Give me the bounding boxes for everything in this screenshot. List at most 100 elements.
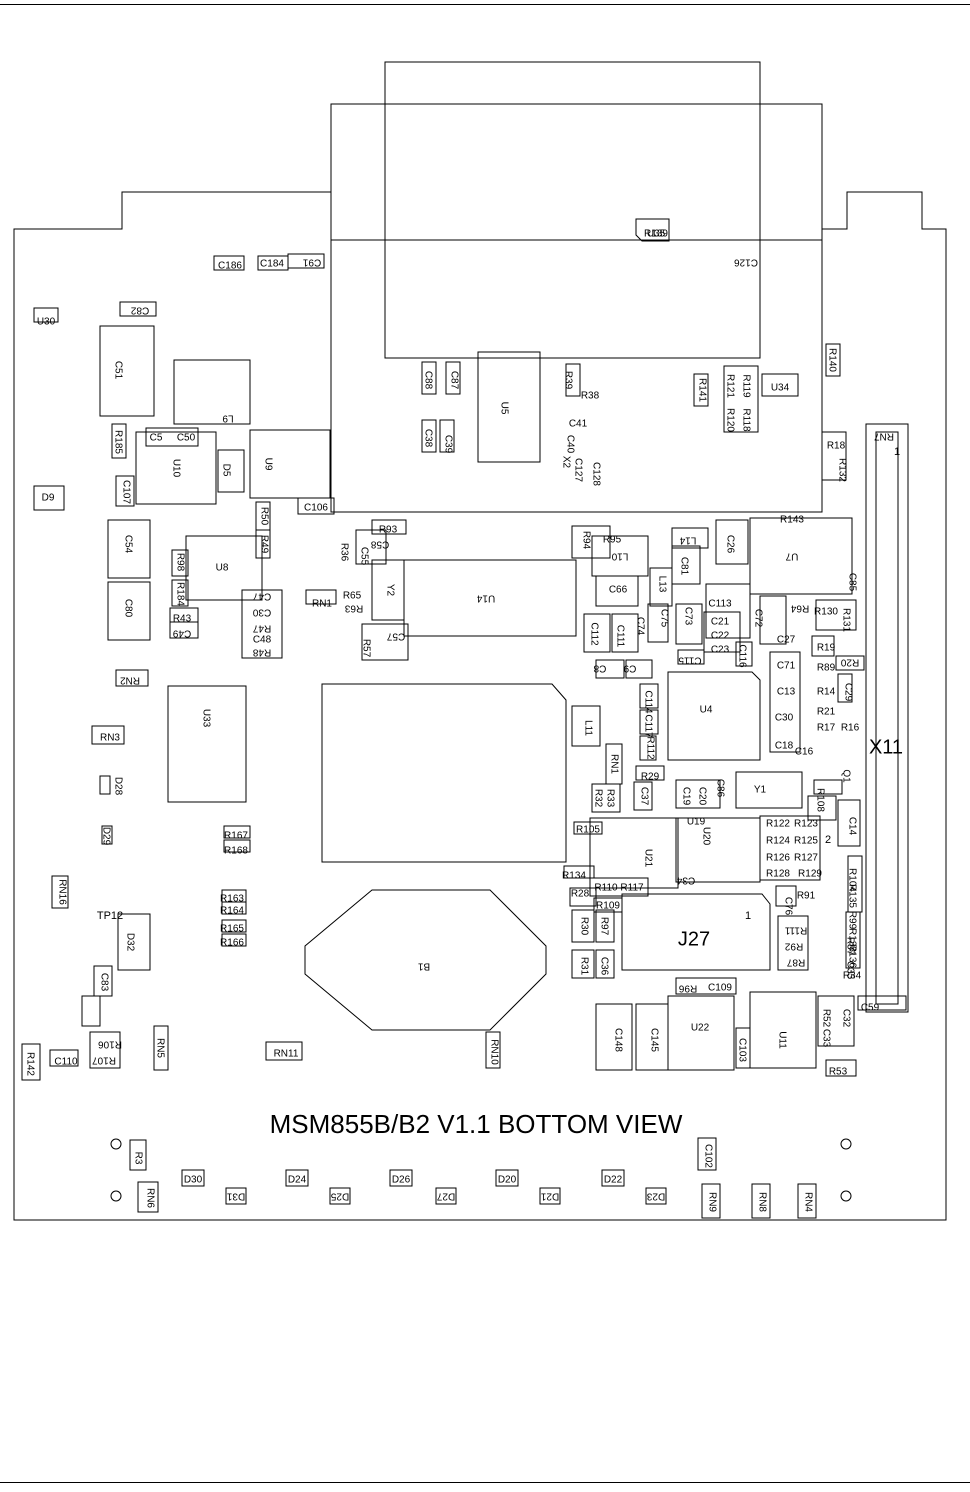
component-label: R52: [820, 1009, 831, 1028]
component-label: R129: [798, 869, 822, 880]
board-title: MSM855B/B2 V1.1 BOTTOM VIEW: [270, 1109, 683, 1139]
component-label: C127: [572, 458, 583, 482]
component-label: D30: [184, 1175, 203, 1186]
component-label: U9: [262, 458, 273, 471]
component-label: R38: [581, 391, 600, 402]
component-label: R109: [596, 901, 620, 912]
component-label: R19: [817, 643, 836, 654]
component-label: R105: [576, 825, 600, 836]
component-label: C87: [448, 371, 459, 390]
component-label: C145: [648, 1028, 659, 1052]
component-label: D27: [436, 1190, 455, 1201]
component-label: R49: [258, 535, 269, 554]
component-label: R131: [840, 608, 851, 632]
component-label: C37: [638, 787, 649, 806]
component-label: RN4: [802, 1192, 813, 1212]
component-label: RN7: [874, 430, 894, 441]
component-label: R43: [173, 614, 192, 625]
component-label: C107: [120, 480, 131, 504]
component-label: U5: [498, 402, 509, 415]
component-label: U22: [691, 1023, 710, 1034]
component-label: R167: [224, 831, 248, 842]
component-label: RN3: [100, 733, 120, 744]
component-label: L14: [679, 534, 696, 545]
component-label: R34: [843, 971, 862, 982]
component-label: C102: [702, 1144, 713, 1168]
component-label: D25: [330, 1190, 349, 1201]
component-label: RN6: [144, 1188, 155, 1208]
component-label: U14: [476, 592, 495, 603]
component-label: C109: [708, 983, 732, 994]
component-label: C20: [696, 787, 707, 806]
component-label: C116: [736, 644, 747, 668]
component-label: R48: [252, 646, 271, 657]
component-label: R39: [562, 371, 573, 390]
component-label: R163: [220, 894, 244, 905]
component-label: R92: [784, 940, 803, 951]
component-label: C23: [711, 645, 730, 656]
component-label: R98: [174, 553, 185, 572]
component-label: R29: [641, 772, 660, 783]
component-label: L9: [222, 412, 234, 423]
component-label: C148: [612, 1028, 623, 1052]
component-label: RN8: [756, 1192, 767, 1212]
component-label: C103: [736, 1038, 747, 1062]
component-label: D21: [540, 1190, 559, 1201]
component-label: C85: [846, 573, 857, 592]
component-label: R65: [343, 591, 362, 602]
component-label: U10: [170, 459, 181, 478]
component-label: R14: [817, 687, 836, 698]
component-label: C106: [304, 503, 328, 514]
component-label: U33: [200, 709, 211, 728]
component-label: X2: [560, 456, 571, 469]
component-label: R165: [220, 924, 244, 935]
component-label: R33: [604, 789, 615, 808]
component-label: R37: [844, 937, 855, 956]
component-label: R95: [603, 535, 622, 546]
component-label: C115: [678, 654, 702, 665]
connector-j27-label: J27: [678, 928, 710, 950]
component-label: U19: [687, 817, 706, 828]
connector-x11-label: X11: [869, 736, 903, 758]
component-label: L13: [656, 576, 667, 593]
component-label: R164: [220, 906, 244, 917]
component-label: D5: [220, 464, 231, 477]
component-label: C39: [442, 435, 453, 454]
component-label: C55: [358, 547, 369, 566]
component-label: C30: [252, 606, 271, 617]
component-label: C186: [218, 261, 242, 272]
component-label: RN2: [120, 674, 140, 685]
component-label: R112: [644, 736, 655, 760]
component-label: D23: [646, 1190, 665, 1201]
component-label: R31: [578, 957, 589, 976]
component-label: C9: [623, 662, 636, 673]
component-label: R119: [740, 374, 751, 398]
component-label: R139: [644, 229, 668, 240]
component-label: C13: [777, 687, 796, 698]
component-label: R99: [846, 911, 857, 930]
component-label: C66: [609, 585, 628, 596]
component-label: D22: [604, 1175, 623, 1186]
component-label: C110: [54, 1057, 78, 1068]
component-label: R96: [678, 982, 697, 993]
component-label: U21: [642, 849, 653, 868]
pin-one-marker: 1: [745, 910, 751, 922]
component-label: R130: [814, 607, 838, 618]
component-label: R87: [786, 956, 805, 967]
component-label: R184: [174, 582, 185, 606]
component-label: R121: [724, 374, 735, 398]
component-label: U8: [216, 563, 229, 574]
component-label: C26: [724, 535, 735, 554]
component-label: D20: [498, 1175, 517, 1186]
component-label: C82: [130, 304, 149, 315]
component-label: RN16: [56, 879, 67, 905]
component-label: R47: [252, 622, 271, 633]
component-label: D29: [100, 827, 111, 846]
component-label: R118: [740, 408, 751, 432]
component-label: R126: [766, 853, 790, 864]
component-label: RN1: [312, 599, 332, 610]
component-label: C21: [711, 617, 730, 628]
component-label: C113: [708, 599, 732, 610]
test-point-label: TP12: [97, 910, 123, 922]
